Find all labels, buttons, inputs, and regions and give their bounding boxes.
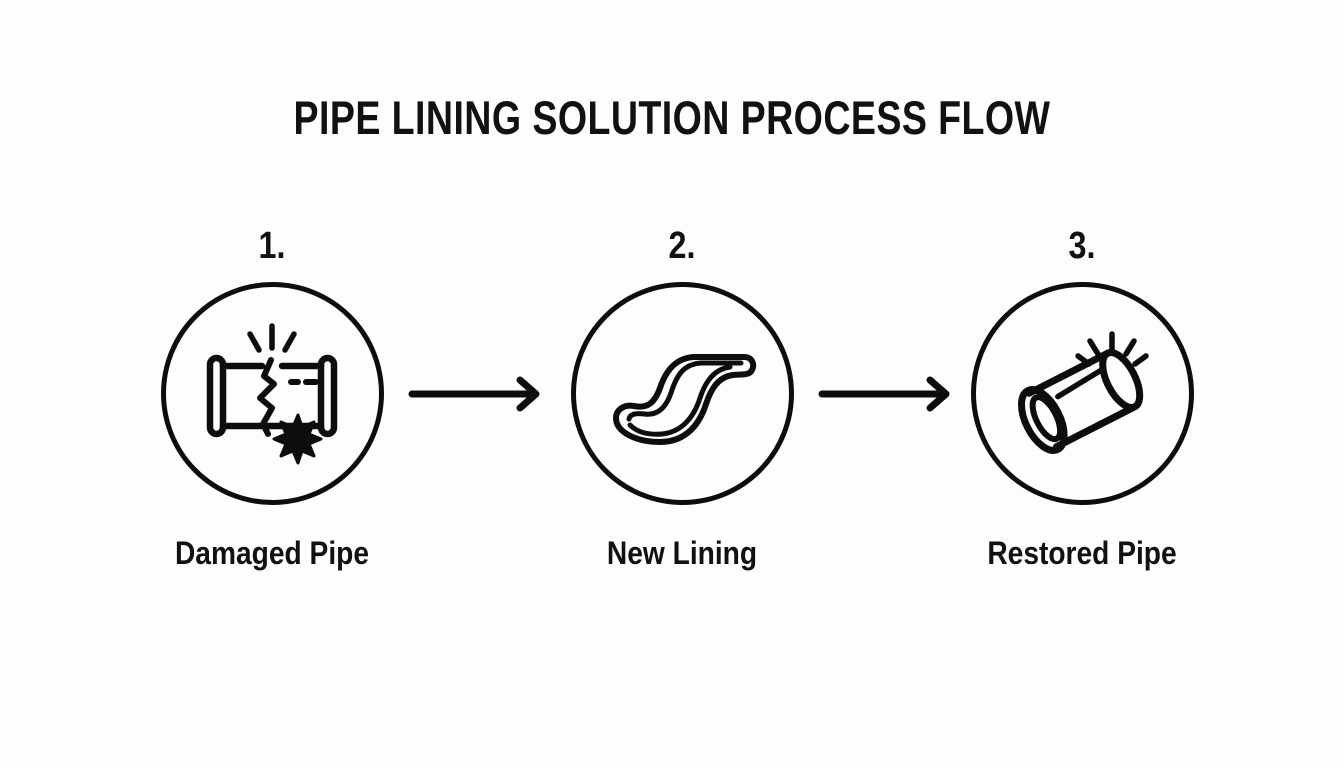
- step-number-3: 3.: [1068, 225, 1096, 267]
- process-step-3[interactable]: 3.: [932, 225, 1232, 571]
- step-circle-2: [570, 282, 794, 505]
- step-number-2: 2.: [668, 225, 696, 267]
- page-title: PIPE LINING SOLUTION PROCESS FLOW: [293, 91, 1051, 144]
- liner-sleeve-icon: [613, 353, 757, 445]
- arrow-right-icon: [408, 376, 540, 412]
- step-label-3: Restored Pipe: [987, 535, 1177, 571]
- process-step-1[interactable]: 1.: [122, 225, 422, 571]
- step-circle-3: [970, 282, 1194, 505]
- step-circle-1: [160, 282, 384, 505]
- arrow-right-icon: [818, 376, 950, 412]
- step-label-1: Damaged Pipe: [174, 535, 370, 571]
- restored-pipe-icon: [1017, 330, 1149, 454]
- damaged-pipe-icon: [206, 322, 338, 464]
- process-step-2[interactable]: 2. New Lining: [532, 225, 832, 571]
- step-number-1: 1.: [258, 225, 286, 267]
- connector-arrow-2: [818, 374, 963, 414]
- connector-arrow-1: [408, 374, 553, 414]
- step-label-2: New Lining: [606, 535, 758, 571]
